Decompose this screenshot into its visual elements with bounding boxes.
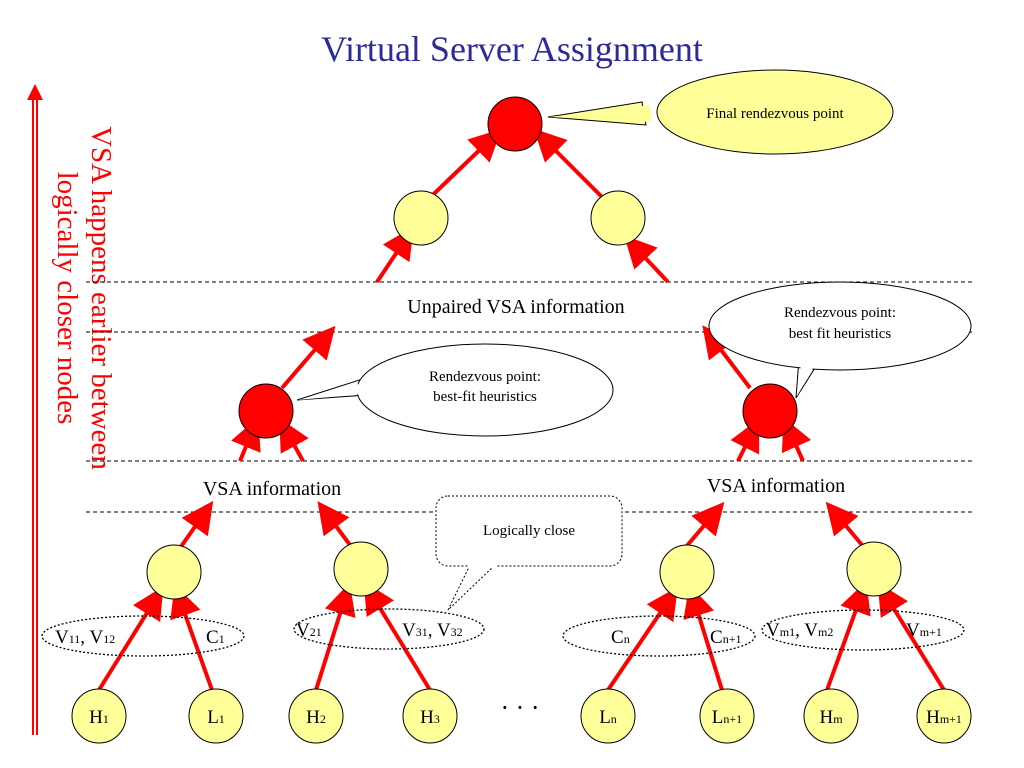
- leaf-ln1: Ln+1: [699, 688, 755, 744]
- leaf-h1: H1: [71, 688, 127, 744]
- node-lower-4: [846, 541, 902, 597]
- group-label-c1: C1: [206, 627, 225, 648]
- node-rendezvous-left: [238, 383, 294, 439]
- svg-text:Hm: Hm: [819, 707, 843, 728]
- group-ellipse-1: [41, 615, 245, 657]
- side-arrow: [27, 84, 43, 735]
- group-label-cn1: Cn+1: [710, 627, 741, 648]
- callout-final-text: Final rendezvous point: [706, 106, 844, 122]
- arrow-hm-to-n4: [825, 580, 871, 691]
- arrow-l1-to-n1: [170, 584, 214, 691]
- group-ellipse-3: [562, 615, 756, 657]
- node-lower-1: [146, 544, 202, 600]
- callout-right-rp: Rendezvous point: best fit heuristics: [708, 281, 972, 399]
- leaf-l1: L1: [188, 688, 244, 744]
- group-labels: V11, V12 C1 V21 V31, V32 Cn Cn+1 Vm1, Vm…: [55, 620, 942, 648]
- arrow-ln1-to-n3: [683, 584, 724, 691]
- arrow-n2-up: [317, 501, 352, 547]
- internal-nodes: [146, 96, 902, 600]
- arrow-h3-to-n2: [363, 581, 432, 692]
- node-lower-3: [659, 544, 715, 600]
- svg-text:L1: L1: [207, 707, 225, 728]
- page-title: Virtual Server Assignment: [321, 29, 703, 69]
- leaf-ln: Ln: [580, 688, 636, 744]
- node-root: [487, 96, 543, 152]
- svg-text:H3: H3: [420, 707, 440, 728]
- leaf-hm: Hm: [803, 688, 859, 744]
- node-mid-right: [590, 190, 646, 246]
- svg-text:Ln+1: Ln+1: [712, 707, 742, 728]
- callout-final: Final rendezvous point: [547, 69, 894, 155]
- group-label-v21: V21: [296, 620, 322, 641]
- callout-right-rp-line-2: best fit heuristics: [789, 326, 892, 342]
- callout-logically-close: Logically close: [435, 495, 623, 611]
- svg-text:H2: H2: [306, 707, 326, 728]
- svg-text:Ln: Ln: [599, 707, 617, 728]
- arrow-to-mid-left: [375, 226, 414, 284]
- band-label-unpaired: Unpaired VSA information: [407, 296, 624, 318]
- group-ellipse-2: [293, 608, 485, 650]
- arrow-right-red-up: [702, 325, 752, 390]
- arrow-ln-to-n3: [606, 586, 678, 692]
- arrow-n1-up: [178, 500, 214, 550]
- callout-right-rp-line-1: Rendezvous point:: [784, 305, 896, 321]
- node-rendezvous-right: [742, 383, 798, 439]
- arrow-h2-to-n2: [314, 582, 356, 691]
- callout-left-rp-line-1: Rendezvous point:: [429, 369, 541, 385]
- group-label-vm1plus: Vm+1: [906, 620, 942, 641]
- node-lower-2: [333, 541, 389, 597]
- arrow-left-red-up: [280, 325, 336, 390]
- node-mid-left: [393, 190, 449, 246]
- arrow-n4-up: [825, 501, 864, 547]
- svg-text:H1: H1: [89, 707, 109, 728]
- arrow-hm1-to-n4: [877, 582, 946, 692]
- callout-logically-close-text: Logically close: [483, 523, 575, 539]
- arrow-into-left-red-b: [279, 417, 309, 462]
- arrow-into-left-red-a: [231, 417, 261, 462]
- leaf-h3: H3: [402, 688, 458, 744]
- group-label-cn: Cn: [611, 627, 630, 648]
- band-label-vsa-right: VSA information: [707, 475, 845, 497]
- arrow-n3-up: [683, 501, 725, 550]
- svg-text:Hm+1: Hm+1: [926, 707, 962, 728]
- arrow-into-right-red-a: [730, 418, 760, 462]
- group-label-v31-v32: V31, V32: [402, 620, 463, 641]
- group-label-vm1-vm2: Vm1, Vm2: [766, 620, 833, 641]
- group-ellipse-4: [761, 609, 965, 651]
- leaf-nodes: H1 L1 H2 H3 Ln Ln+1: [71, 688, 972, 744]
- leaf-h2: H2: [288, 688, 344, 744]
- group-label-v11-v12: V11, V12: [55, 627, 115, 648]
- arrow-into-right-red-b: [781, 417, 812, 462]
- callout-left-rp: Rendezvous point: best-fit heuristics: [296, 343, 614, 437]
- callout-left-rp-line-2: best-fit heuristics: [433, 389, 537, 405]
- arrow-to-mid-right: [624, 235, 670, 284]
- ellipsis: · · ·: [501, 693, 540, 722]
- leaf-hm1: Hm+1: [916, 688, 972, 744]
- band-label-vsa-left: VSA information: [203, 478, 341, 500]
- arrow-h1-to-n1: [97, 586, 164, 692]
- group-ellipses: [41, 608, 965, 657]
